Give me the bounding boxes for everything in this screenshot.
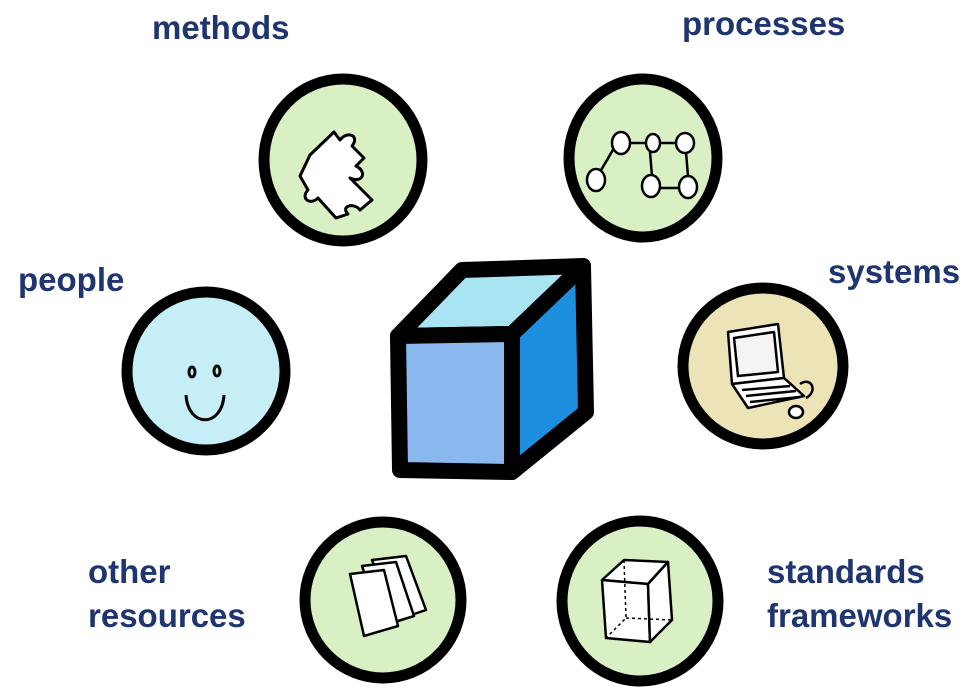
processes-node xyxy=(563,73,723,243)
other-resources-label-line1: other xyxy=(88,553,171,590)
other-resources-label: other resources xyxy=(88,550,246,638)
methods-node xyxy=(258,73,428,247)
standards-frameworks-label: standards frameworks xyxy=(767,550,952,638)
smiley-face-icon xyxy=(184,364,226,422)
standards-node xyxy=(556,515,724,687)
standards-label-line2: frameworks xyxy=(767,597,953,634)
laptop-icon xyxy=(726,322,814,420)
frame-box-icon xyxy=(600,558,674,644)
puzzle-piece-icon xyxy=(298,130,374,220)
documents-icon xyxy=(348,554,428,638)
cube-icon xyxy=(390,258,594,480)
other-resources-label-line2: resources xyxy=(88,597,246,634)
methods-label: methods xyxy=(152,9,290,46)
standards-label-line1: standards xyxy=(767,553,925,590)
systems-node xyxy=(677,282,849,450)
people-label: people xyxy=(18,261,125,298)
systems-label: systems xyxy=(828,253,961,290)
people-node xyxy=(121,286,291,456)
other-resources-node xyxy=(299,516,467,684)
process-flow-icon xyxy=(585,130,699,200)
processes-label: processes xyxy=(682,5,846,42)
